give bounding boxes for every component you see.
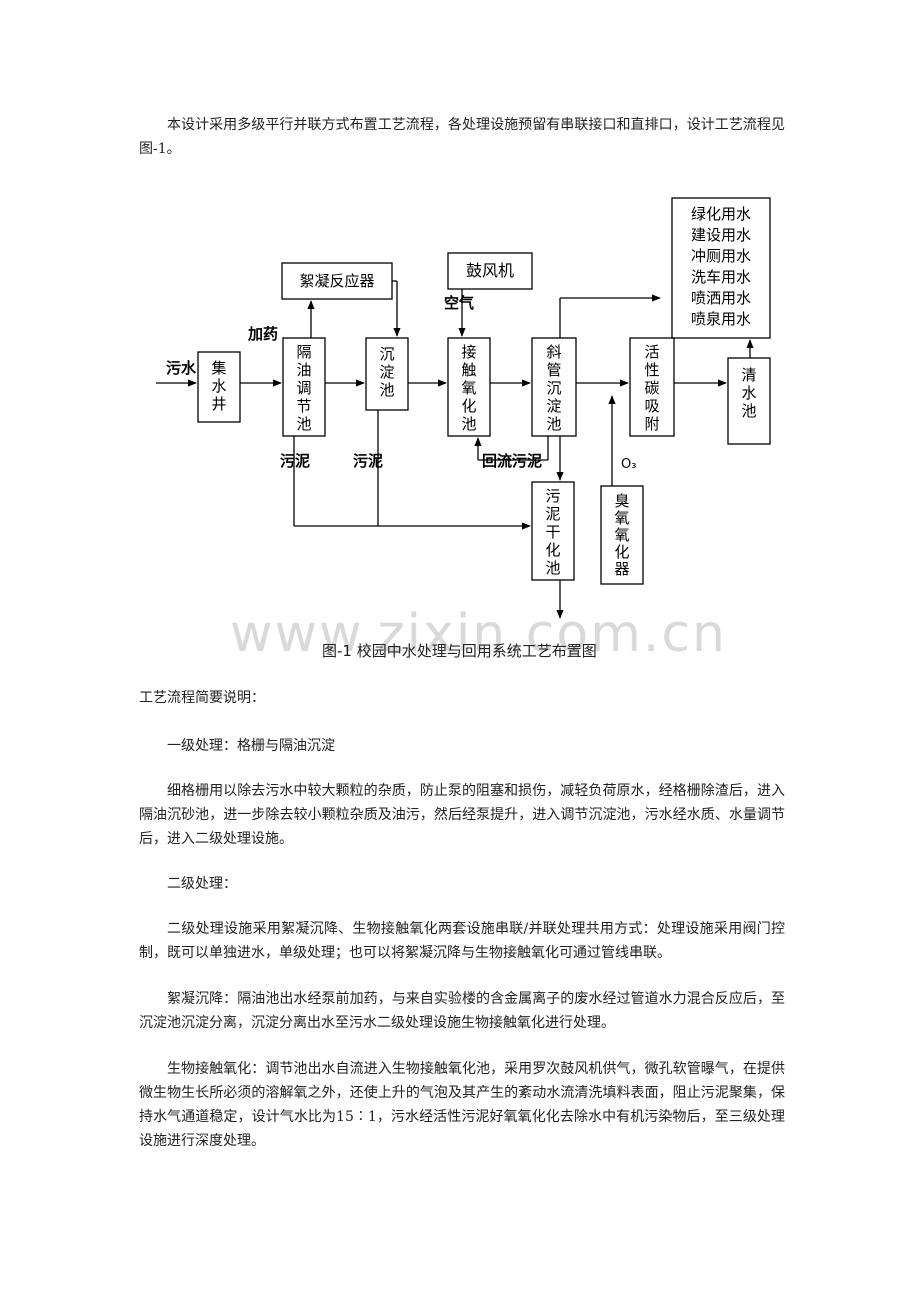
box-yongshui-item: 洗车用水 (691, 268, 751, 286)
box-huoxingtan-label: 活性碳吸附 (644, 343, 659, 433)
box-jiechu (447, 337, 491, 437)
box-yongshui-item: 喷洒用水 (691, 289, 751, 307)
label-wuni-1: 污泥 (280, 452, 310, 470)
figure-caption: 图-1 校园中水处理与回用系统工艺布置图 (322, 642, 597, 660)
box-yongshui (671, 197, 771, 339)
watermark-text: www.zixin.com.cn (230, 604, 727, 664)
box-xuning-label: 絮凝反应器 (299, 272, 374, 290)
flocculation-text: 絮凝沉降：隔油池出水经泵前加药，与来自实验楼的含金属离子的废水经过管道水力混合反… (139, 991, 785, 1031)
box-qingshui-label: 清水池 (741, 366, 756, 420)
box-yongshui-item: 喷泉用水 (691, 310, 751, 328)
primary-text: 细格栅用以除去污水中较大颗粒的杂质，防止泵的阻塞和损伤，减轻负荷原水，经格栅除渣… (139, 783, 785, 847)
box-wuni-ganhua (531, 481, 575, 581)
box-geyou-label: 隔油调节池 (296, 343, 311, 433)
box-chouyang-label: 臭氧氧化器 (614, 492, 629, 578)
box-chendian (365, 337, 409, 411)
box-yongshui-item: 建设用水 (691, 226, 751, 244)
box-jishuijing-label: 集水井 (211, 359, 226, 413)
box-chouyang (600, 485, 644, 585)
primary-title: 一级处理：格栅与隔油沉淀 (167, 738, 335, 754)
label-kongqi: 空气 (444, 294, 474, 312)
box-jiechu-label: 接触氧化池 (461, 343, 476, 433)
box-xieguan (531, 337, 577, 437)
summary-title: 工艺流程简要说明： (139, 690, 265, 706)
box-huoxingtan (629, 337, 675, 437)
label-huiliu: 回流污泥 (482, 452, 542, 470)
box-chendian-label: 沉淀池 (379, 345, 394, 399)
box-geyou (282, 337, 326, 437)
box-gufengji-label: 鼓风机 (466, 261, 514, 280)
biocontact-text: 生物接触氧化：调节池出水自流进入生物接触氧化池，采用罗次鼓风机供气，微孔软管曝气… (139, 1061, 785, 1149)
box-jishuijing (197, 351, 241, 423)
label-wushui: 污水 (166, 359, 197, 377)
box-gufengji (447, 252, 533, 290)
box-xieguan-label: 斜管沉淀池 (546, 343, 561, 433)
box-qingshui (727, 357, 771, 445)
label-jiayao: 加药 (247, 325, 278, 343)
box-yongshui-item: 绿化用水 (691, 205, 751, 223)
secondary-text: 二级处理设施采用絮凝沉降、生物接触氧化两套设施串联/并联处理共用方式：处理设施采… (139, 921, 785, 961)
label-wuni-2: 污泥 (353, 452, 383, 470)
secondary-title: 二级处理： (167, 876, 237, 892)
box-wuni-ganhua-label: 污泥干化池 (545, 487, 560, 577)
intro-paragraph: 本设计采用多级平行并联方式布置工艺流程，各处理设施预留有串联接口和直排口，设计工… (139, 117, 785, 157)
box-yongshui-item: 冲厕用水 (691, 247, 751, 265)
label-o3: O₃ (621, 457, 636, 472)
